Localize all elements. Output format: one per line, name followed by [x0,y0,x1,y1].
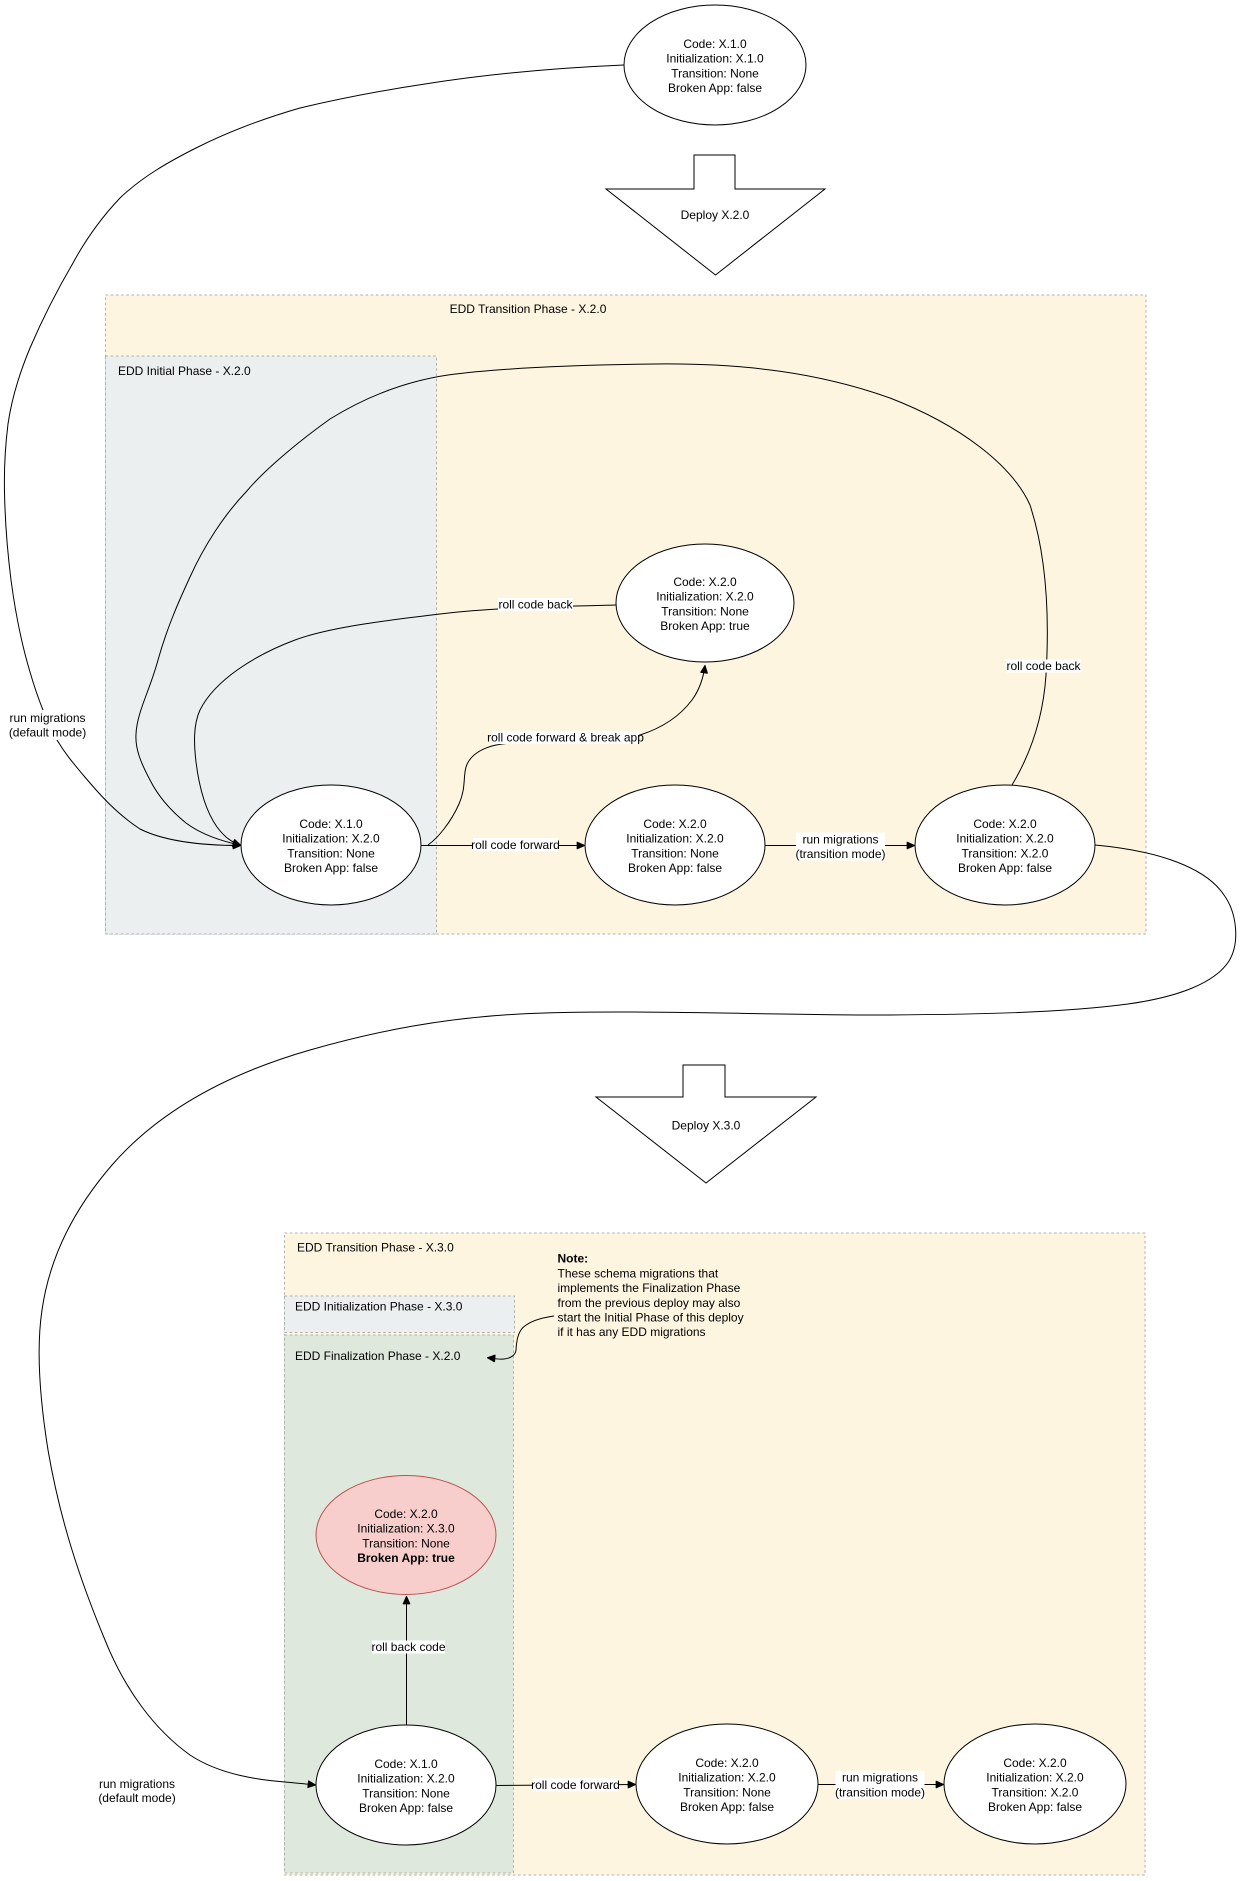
svg-text:Broken App: false: Broken App: false [680,1800,774,1814]
svg-text:(default mode): (default mode) [98,1791,175,1805]
svg-text:(transition mode): (transition mode) [795,847,885,861]
svg-text:(default mode): (default mode) [9,726,86,740]
svg-text:Broken App: false: Broken App: false [988,1800,1082,1814]
svg-text:Initialization: X.2.0: Initialization: X.2.0 [357,1772,455,1786]
svg-text:Note:: Note: [558,1252,589,1266]
svg-text:Code: X.2.0: Code: X.2.0 [643,817,707,831]
svg-text:Transition: X.2.0: Transition: X.2.0 [962,846,1049,860]
svg-text:implements the Finalization Ph: implements the Finalization Phase [558,1281,741,1295]
svg-text:These schema migrations that: These schema migrations that [558,1266,719,1280]
svg-text:Code: X.1.0: Code: X.1.0 [299,817,363,831]
svg-text:EDD Initialization Phase - X.3: EDD Initialization Phase - X.3.0 [295,1300,463,1314]
svg-text:Code: X.2.0: Code: X.2.0 [374,1507,438,1521]
svg-text:Transition: X.2.0: Transition: X.2.0 [992,1785,1079,1799]
svg-text:run migrations: run migrations [99,1777,175,1791]
svg-text:Transition: None: Transition: None [631,846,719,860]
svg-text:Code: X.1.0: Code: X.1.0 [683,37,747,51]
svg-text:Initialization: X.3.0: Initialization: X.3.0 [357,1522,455,1536]
svg-text:Initialization: X.2.0: Initialization: X.2.0 [656,590,754,604]
svg-text:if it has any EDD migrations: if it has any EDD migrations [558,1325,706,1339]
svg-text:roll back code: roll back code [371,1640,445,1654]
svg-text:run migrations: run migrations [802,832,878,846]
svg-text:roll code forward: roll code forward [471,838,560,852]
svg-text:roll code back: roll code back [1006,659,1081,673]
svg-text:from the previous deploy may a: from the previous deploy may also [558,1296,741,1310]
svg-text:roll code forward: roll code forward [531,1778,620,1792]
svg-text:Broken App: false: Broken App: false [359,1801,453,1815]
svg-text:roll code back: roll code back [498,598,573,612]
svg-text:EDD Initial Phase - X.2.0: EDD Initial Phase - X.2.0 [118,364,251,378]
svg-text:start the Initial Phase of thi: start the Initial Phase of this deploy [558,1311,744,1325]
svg-text:Code: X.2.0: Code: X.2.0 [673,575,737,589]
svg-text:Deploy X.3.0: Deploy X.3.0 [672,1119,741,1133]
svg-text:roll code forward & break app: roll code forward & break app [487,731,644,745]
svg-text:Transition: None: Transition: None [683,1785,771,1799]
svg-text:Broken App: false: Broken App: false [628,861,722,875]
svg-text:Initialization: X.1.0: Initialization: X.1.0 [666,52,764,66]
svg-text:Code: X.1.0: Code: X.1.0 [374,1757,438,1771]
svg-text:Broken App: false: Broken App: false [284,861,378,875]
svg-text:Initialization: X.2.0: Initialization: X.2.0 [986,1771,1084,1785]
svg-text:Code: X.2.0: Code: X.2.0 [695,1756,759,1770]
svg-text:Code: X.2.0: Code: X.2.0 [1003,1756,1067,1770]
svg-text:Broken App: false: Broken App: false [958,861,1052,875]
svg-text:Initialization: X.2.0: Initialization: X.2.0 [678,1771,776,1785]
svg-text:Transition: None: Transition: None [671,66,759,80]
svg-text:Initialization: X.2.0: Initialization: X.2.0 [282,832,380,846]
svg-text:EDD Transition Phase - X.2.0: EDD Transition Phase - X.2.0 [450,302,607,316]
svg-text:EDD Transition Phase - X.3.0: EDD Transition Phase - X.3.0 [297,1241,454,1255]
svg-text:Code: X.2.0: Code: X.2.0 [973,817,1037,831]
svg-text:Transition: None: Transition: None [661,604,749,618]
svg-text:Deploy X.2.0: Deploy X.2.0 [681,208,750,222]
svg-text:(transition mode): (transition mode) [835,1785,925,1799]
svg-text:Transition: None: Transition: None [362,1786,450,1800]
svg-text:Transition: None: Transition: None [287,846,375,860]
svg-text:run migrations: run migrations [842,1771,918,1785]
svg-text:Broken App: true: Broken App: true [357,1551,455,1565]
svg-text:Initialization: X.2.0: Initialization: X.2.0 [626,832,724,846]
svg-text:run migrations: run migrations [9,711,85,725]
svg-text:Transition: None: Transition: None [362,1536,450,1550]
svg-text:Broken App: true: Broken App: true [660,619,750,633]
svg-text:Broken App: false: Broken App: false [668,81,762,95]
svg-text:Initialization: X.2.0: Initialization: X.2.0 [956,832,1054,846]
svg-text:EDD Finalization Phase - X.2.0: EDD Finalization Phase - X.2.0 [295,1349,461,1363]
